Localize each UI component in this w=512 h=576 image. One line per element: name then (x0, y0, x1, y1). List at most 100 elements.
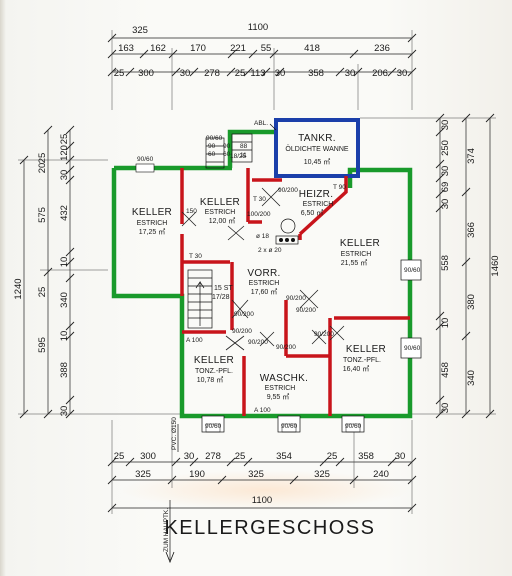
top-dimension-chains: 325 1100 163 162 170 221 55 418 236 25 3… (107, 22, 417, 110)
bottom-dim-190: 190 (189, 469, 205, 480)
stair-note-1825: 18/25 (230, 153, 247, 160)
door-label-6: 90/200 (314, 331, 334, 338)
window-label-4: 90/60 (205, 423, 222, 430)
room-floor: ESTRICH (137, 220, 168, 227)
left-dim-25b: 25 (37, 153, 48, 164)
bottom-dim-30b: 30 (395, 451, 406, 462)
window-label-6: 90/60 (345, 423, 362, 430)
top-dim-206: 206 (372, 68, 388, 79)
top-dim-358: 358 (308, 68, 324, 79)
window-label-5: 90/60 (281, 423, 298, 430)
right-dim-69: 69 (440, 182, 451, 193)
bottom-dim-325b: 325 (248, 469, 264, 480)
room-keller-east: KELLER ESTRICH 21,55 ㎡ (340, 238, 380, 267)
fire-door-t90: T 90 (333, 184, 346, 191)
abl-label: ABL. (254, 120, 268, 127)
top-dim-162: 162 (150, 43, 166, 54)
exit-indicator (165, 424, 179, 564)
boiler-symbol (280, 218, 296, 234)
left-dim-25a: 25 (59, 134, 70, 145)
top-dim-55: 55 (261, 43, 272, 54)
right-dim-30d: 30 (440, 403, 451, 414)
a100-label-a: A 100 (186, 337, 203, 344)
door-label-8: 90/200 (232, 328, 252, 335)
top-dim-418: 418 (304, 43, 320, 54)
left-dim-575: 575 (37, 207, 48, 223)
room-name: HEIZR. (299, 189, 334, 200)
left-dim-432: 432 (59, 205, 70, 221)
bottom-dim-300: 300 (140, 451, 156, 462)
door-label-9: 90/200 (286, 295, 306, 302)
right-dim-30a: 30 (440, 120, 451, 131)
annotations: ABL. T 30 T 30 T 90 A 100 A 100 ø 18 2 x… (186, 120, 346, 414)
room-keller-southeast: KELLER TONZ.-PFL. 16,40 ㎡ (343, 344, 386, 373)
top-dim-25b: 25 (235, 68, 246, 79)
room-name: KELLER (132, 207, 172, 218)
door-label-5: 90/200 (296, 307, 316, 314)
width-150: 150 (186, 208, 197, 215)
room-area: 6,50 ㎡ (301, 209, 324, 217)
room-keller-southwest: KELLER TONZ.-PFL. 10,78 ㎡ (194, 355, 234, 384)
bottom-dim-325c: 325 (314, 469, 330, 480)
door-label-1: 100/200 (247, 211, 271, 218)
left-dimension-chains: 1240 575 595 25 120 25 20 30 432 10 25 3… (13, 125, 180, 419)
staircase (187, 133, 253, 329)
bottom-dim-240: 240 (373, 469, 389, 480)
stair-note-60: 60 (208, 151, 216, 158)
room-floor: ESTRICH (303, 201, 334, 208)
door-label-3: 90/200 (234, 311, 254, 318)
left-dim-388: 388 (59, 362, 70, 378)
top-dim-30b: 30 (275, 68, 286, 79)
right-dim-458: 458 (440, 362, 451, 378)
top-dim-30c: 30 (345, 68, 356, 79)
left-dim-30b: 30 (59, 406, 70, 417)
right-dim-10: 10 (440, 318, 451, 329)
stair-ratio-label: 17/28 (212, 294, 230, 301)
stair-note-11: 11 (240, 152, 247, 159)
room-floor: TONZ.-PFL. (195, 368, 233, 375)
left-dim-25c: 25 (37, 287, 48, 298)
interior-walls (180, 168, 410, 416)
fire-door-t30-a: T 30 (253, 196, 266, 203)
drawing-title: KELLERGESCHOSS (164, 517, 375, 539)
left-dim-30a: 30 (59, 170, 70, 181)
room-keller-center: KELLER ESTRICH 12,00 ㎡ (200, 197, 240, 225)
room-keller-west: KELLER ESTRICH 17,25 ㎡ (132, 207, 172, 236)
room-area: 17,25 ㎡ (139, 228, 165, 236)
bottom-dim-278: 278 (205, 451, 221, 462)
room-hall: VORR. ESTRICH 17,60 ㎡ (247, 268, 280, 296)
right-dim-366: 366 (466, 222, 477, 238)
bottom-dim-25a: 25 (114, 451, 125, 462)
door-swings (181, 187, 345, 351)
right-dim-558: 558 (440, 255, 451, 271)
left-dim-120: 120 (59, 145, 70, 161)
room-floor: ESTRICH (341, 251, 372, 258)
windows (135, 163, 422, 433)
room-area: 12,00 ㎡ (209, 217, 235, 225)
top-dim-overall: 1100 (248, 22, 268, 33)
stair-note-90b: 90 (223, 143, 231, 150)
bottom-dim-358: 358 (358, 451, 374, 462)
top-dim-30d: 30 (397, 68, 408, 79)
bottom-dim-354: 354 (276, 451, 292, 462)
window-label-2: 90/60 (404, 267, 421, 274)
door-label-7: 90/200 (276, 344, 296, 351)
top-dim-236: 236 (374, 43, 390, 54)
top-dim-325: 325 (132, 25, 148, 36)
bottom-dim-25b: 25 (235, 451, 246, 462)
door-size-labels: 100/200 90/200 90/200 90/200 90/200 90/2… (232, 187, 334, 351)
right-dim-30b: 30 (440, 166, 451, 177)
room-area: 17,60 ㎡ (251, 288, 277, 296)
room-floor: TONZ.-PFL. (343, 357, 381, 364)
stair-steps-label: 15 ST (214, 285, 233, 292)
room-name: KELLER (194, 355, 234, 366)
left-dim-340: 340 (59, 292, 70, 308)
left-dim-20: 20 (37, 163, 48, 174)
right-dim-380: 380 (466, 294, 477, 310)
top-dim-170: 170 (190, 43, 206, 54)
window-size-labels: 90/60 90/60 90/60 90/60 90/60 90/60 90/6… (137, 135, 421, 430)
a100-label-b: A 100 (254, 407, 271, 414)
bottom-dim-25c: 25 (327, 451, 338, 462)
diameter-18: ø 18 (256, 233, 269, 240)
top-dim-300: 300 (138, 68, 154, 79)
